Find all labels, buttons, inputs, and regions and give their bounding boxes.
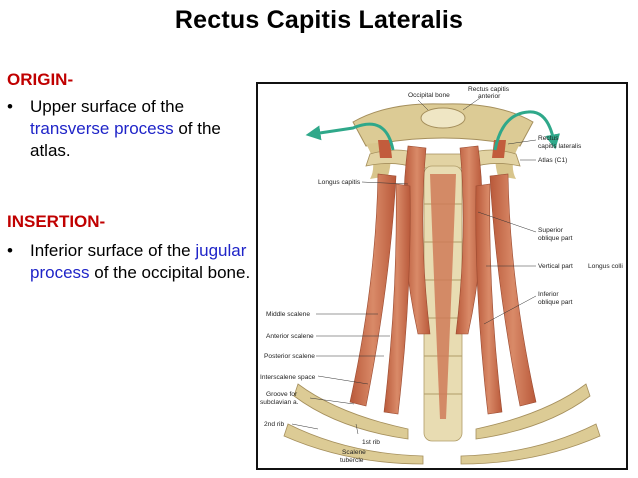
insertion-text-before: Inferior surface of the <box>30 241 196 260</box>
insertion-highlight: jugular process <box>30 241 247 282</box>
label-scalene-tubercle-1: Scalene <box>342 449 366 456</box>
label-superior-oblique-1: Superior <box>538 227 564 234</box>
scalene-muscles <box>349 173 537 415</box>
insertion-bullet: • Inferior surface of the jugular proces… <box>7 240 252 284</box>
figure-labels: Occipital bone Rectus capitis anterior R… <box>260 86 623 464</box>
origin-bullet: • Upper surface of the transverse proces… <box>7 96 252 162</box>
origin-heading: ORIGIN- <box>7 70 74 89</box>
origin-text-before: Upper surface of the <box>30 97 185 116</box>
bullet-dot: • <box>7 241 13 260</box>
insertion-text-after: of the occipital bone. <box>89 263 251 282</box>
slide-title: Rectus Capitis Lateralis <box>174 6 464 34</box>
label-rectus-capitis-anterior-1: Rectus capitis <box>468 86 510 93</box>
bullet-dot: • <box>7 97 13 116</box>
anatomy-figure: Occipital bone Rectus capitis anterior R… <box>256 82 628 470</box>
label-vertical-part: Vertical part <box>538 263 573 270</box>
label-occipital-bone: Occipital bone <box>408 92 450 99</box>
label-first-rib: 1st rib <box>362 439 380 446</box>
label-middle-scalene: Middle scalene <box>266 311 310 318</box>
label-inferior-oblique-1: Inferior <box>538 291 559 298</box>
label-groove-2: subclavian a. <box>260 399 299 406</box>
origin-highlight: transverse process <box>30 119 174 138</box>
label-anterior-scalene: Anterior scalene <box>266 333 314 340</box>
label-rectus-capitis-anterior-2: anterior <box>478 93 501 100</box>
label-atlas: Atlas (C1) <box>538 157 567 164</box>
label-superior-oblique-2: oblique part <box>538 235 573 242</box>
label-rectus-capitis-lateralis-1: Rectus <box>538 135 559 142</box>
label-inferior-oblique-2: oblique part <box>538 299 573 306</box>
label-groove-1: Groove for <box>266 391 298 398</box>
right-arrow-icon <box>493 110 560 151</box>
label-rectus-capitis-lateralis-2: capitis lateralis <box>538 143 582 150</box>
insertion-heading: INSERTION- <box>7 212 106 231</box>
label-second-rib: 2nd rib <box>264 421 284 428</box>
label-scalene-tubercle-2: tubercle <box>340 457 364 464</box>
neck-muscles-illustration: Occipital bone Rectus capitis anterior R… <box>260 86 623 465</box>
label-posterior-scalene: Posterior scalene <box>264 353 315 360</box>
movement-arrows <box>305 110 560 151</box>
origin-text: Upper surface of the transverse process … <box>30 96 252 162</box>
label-longus-capitis: Longus capitis <box>318 179 361 186</box>
label-longus-colli: Longus colli <box>588 263 623 270</box>
insertion-text: Inferior surface of the jugular process … <box>30 240 252 284</box>
leader-lines <box>291 97 537 435</box>
label-interscalene-space: Interscalene space <box>260 374 316 381</box>
ribs <box>283 383 601 465</box>
longus-muscles <box>403 145 483 419</box>
left-arrow-icon <box>305 122 395 151</box>
origin-text-after: of the atlas. <box>30 119 221 160</box>
